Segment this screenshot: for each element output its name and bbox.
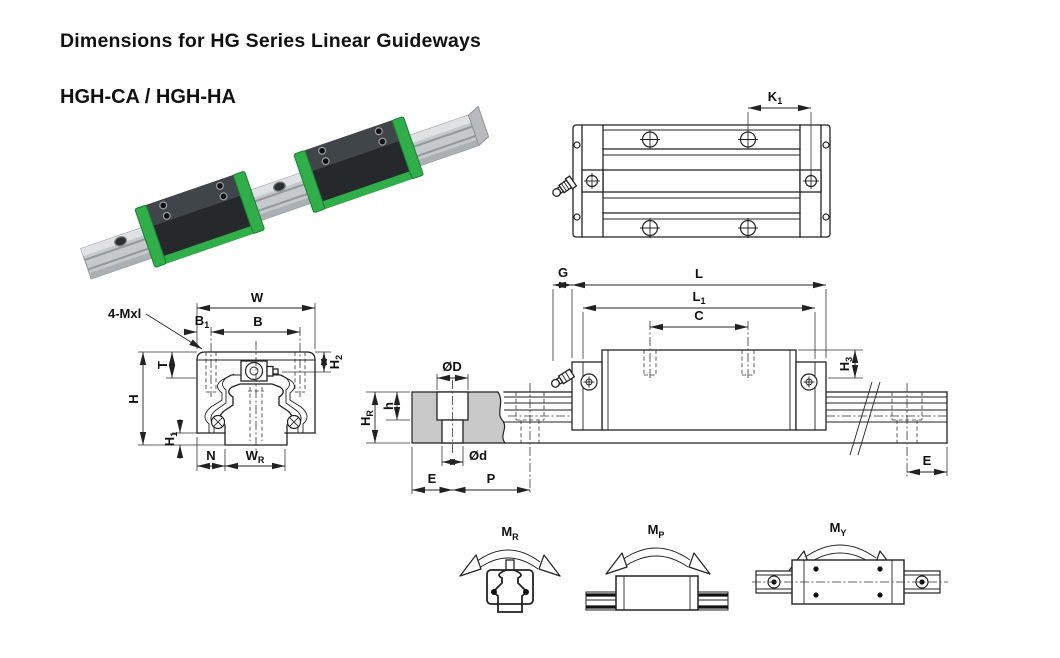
rail-hole-hidden xyxy=(891,383,923,478)
dim-label-c: C xyxy=(694,308,704,323)
moment-label-mr: MR xyxy=(501,524,519,542)
grease-nipple-front xyxy=(240,360,279,382)
dim-label-h: H xyxy=(126,394,141,403)
dim-od: ØD xyxy=(436,359,469,390)
dim-label-t: T xyxy=(155,361,170,369)
block-front-section-view: W B1 B 4-Mxl T H H1 xyxy=(108,290,344,471)
dim-e-right: E xyxy=(907,447,948,476)
rail-cut-section xyxy=(411,380,507,455)
dim-od-small: Ød xyxy=(441,446,487,466)
dim-label-b: B xyxy=(253,314,262,329)
dim-l1: L1 xyxy=(582,289,816,359)
moment-label-my: MY xyxy=(830,520,847,538)
dim-label-od-small: Ød xyxy=(469,448,487,463)
dim-h-rail: h HR xyxy=(358,391,410,444)
dim-k1: K1 xyxy=(747,89,812,173)
moment-label-mp: MP xyxy=(648,522,665,540)
dim-e-p: E P xyxy=(411,447,530,494)
rail-mounting-hole xyxy=(272,181,286,192)
dim-h: H xyxy=(126,352,225,446)
assembly-side-view: G L L1 C H3 ØD Ød xyxy=(358,265,948,494)
dim-label-k1: K1 xyxy=(768,89,782,106)
rail-side-view xyxy=(503,381,948,494)
dim-t: T xyxy=(138,351,197,379)
dim-g-l: G L xyxy=(552,265,827,361)
dim-label-p: P xyxy=(487,471,496,486)
dim-label-wr: WR xyxy=(246,448,265,465)
mounting-bolt-holes-hidden xyxy=(205,327,306,397)
mounting-holes-top xyxy=(573,129,830,238)
moment-my-diagram: MY xyxy=(752,520,948,605)
moment-arrow xyxy=(459,549,561,577)
block-side-view xyxy=(551,321,827,431)
grease-nipple-side xyxy=(551,368,576,388)
page-title: Dimensions for HG Series Linear Guideway… xyxy=(60,30,482,52)
mini-front-section xyxy=(486,559,534,613)
model-subtitle: HGH-CA / HGH-HA xyxy=(60,86,236,108)
dim-label-g: G xyxy=(558,265,568,280)
rail-mounting-hole xyxy=(114,236,128,247)
ball-circulation xyxy=(210,414,302,430)
dim-label-b1: B1 xyxy=(195,313,209,330)
dim-h3: H3 xyxy=(798,349,863,379)
carriage-block xyxy=(293,116,424,213)
block-top-view: K1 xyxy=(552,89,831,238)
dim-label-hr: HR xyxy=(358,410,375,426)
block-bolt-holes-hidden xyxy=(643,321,755,381)
grease-port xyxy=(580,373,598,391)
dim-label-n: N xyxy=(206,448,215,463)
dim-label-h-rail: h xyxy=(381,402,396,410)
dim-h2: H2 xyxy=(282,351,344,373)
dim-label-4mxl: 4-Mxl xyxy=(108,306,141,321)
dim-h1: H1 xyxy=(162,419,197,459)
dim-label-od: ØD xyxy=(442,359,462,374)
dim-label-l: L xyxy=(695,266,703,281)
product-photo-illustration xyxy=(80,105,490,280)
bolt-callout: 4-Mxl xyxy=(108,306,203,350)
dim-label-e-right: E xyxy=(923,453,932,468)
dim-label-h1: H1 xyxy=(162,432,179,446)
dim-label-h2: H2 xyxy=(327,355,344,369)
carriage-block xyxy=(134,171,265,268)
dim-b-b1: B1 B xyxy=(184,313,300,336)
dim-label-e-left: E xyxy=(428,471,437,486)
moment-mp-diagram: MP xyxy=(585,522,729,611)
dim-label-l1: L1 xyxy=(693,289,706,306)
block-top-grooves xyxy=(602,129,801,220)
dim-label-w: W xyxy=(251,290,264,305)
mini-side-view xyxy=(585,575,729,611)
moment-arrow xyxy=(605,547,711,575)
dim-n-wr: N WR xyxy=(196,437,286,471)
dim-c: C xyxy=(650,308,748,331)
rail-hole-hidden xyxy=(515,383,545,494)
guide-rail xyxy=(80,105,490,280)
mini-top-view xyxy=(752,559,948,605)
grease-nipple-icon xyxy=(552,175,578,197)
dim-label-h3: H3 xyxy=(837,357,854,371)
moment-mr-diagram: MR xyxy=(459,524,561,613)
grease-port xyxy=(800,373,818,391)
